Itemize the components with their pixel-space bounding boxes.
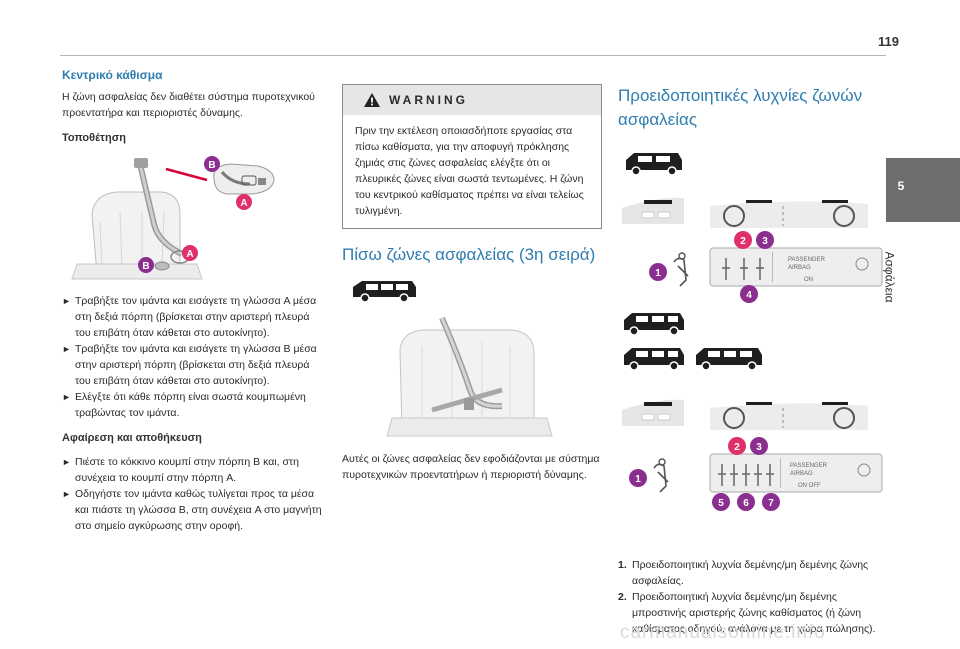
list-item: ►Τραβήξτε τον ιμάντα και εισάγετε τη γλώ… — [62, 343, 317, 387]
warning-lamps-figure: 1 PASSENGER AIRBAG ON 2 3 4 — [622, 153, 883, 511]
warning-box: WARNING Πριν την εκτέλεση οποιασδήποτε ε… — [342, 84, 602, 229]
callout-5-panel-2: 5 — [712, 493, 730, 511]
callout-3-panel-2: 3 — [750, 437, 768, 455]
svg-text:5: 5 — [718, 498, 724, 509]
svg-text:7: 7 — [768, 498, 774, 509]
svg-text:2: 2 — [740, 236, 746, 247]
callout-label: A — [186, 249, 193, 260]
dashboard-overview-2 — [622, 399, 868, 430]
center-seat-belt-illustration: B A A B — [71, 156, 275, 280]
callout-3-panel-1: 3 — [756, 231, 774, 249]
removal-title: Αφαίρεση και αποθήκευση — [62, 432, 202, 444]
removal-steps: ►Πιέστε το κόκκινο κουμπί στην πόρπη B κ… — [62, 454, 324, 534]
callout-7-panel-2: 7 — [762, 493, 780, 511]
arrow-bullet-icon: ► — [62, 392, 71, 402]
airbag-label-line2: AIRBAG — [790, 471, 813, 477]
svg-text:2: 2 — [734, 442, 740, 453]
header-divider — [60, 55, 886, 56]
airbag-state: ON — [804, 277, 813, 283]
svg-text:6: 6 — [743, 498, 749, 509]
lamp-legend-list: 1. Προειδοποιητική λυχνία δεμένης/μη δεμ… — [618, 557, 888, 637]
callout-b-bottom: B — [138, 257, 154, 273]
seatbelt-warning-lamp-2: 1 — [629, 458, 669, 493]
svg-text:3: 3 — [762, 236, 768, 247]
chapter-number: 5 — [897, 179, 905, 193]
item-text: Προειδοποιητική λυχνία δεμένης/μη δεμένη… — [632, 591, 876, 635]
page-number: 119 — [878, 34, 899, 49]
column-warning-rear: WARNING Πριν την εκτέλεση οποιασδήποτε ε… — [342, 84, 604, 483]
vehicle-three-rows-icon — [353, 281, 416, 303]
callout-label: A — [240, 198, 247, 209]
seatbelt-warning-lamp-1: 1 — [649, 252, 689, 287]
item-text: Προειδοποιητική λυχνία δεμένης/μη δεμένη… — [632, 559, 869, 587]
list-item: ►Τραβήξτε τον ιμάντα και εισάγετε τη γλώ… — [62, 295, 317, 339]
vehicle-three-rows-xl-icon — [696, 348, 762, 371]
svg-text:4: 4 — [746, 290, 752, 301]
callout-a-bottom: A — [182, 245, 198, 261]
list-item: ►Οδηγήστε τον ιμάντα καθώς τυλίγεται προ… — [62, 488, 322, 532]
arrow-bullet-icon: ► — [62, 296, 71, 306]
warning-header: WARNING — [343, 85, 601, 115]
chapter-tab[interactable]: 5 — [886, 158, 960, 222]
positioning-title: Τοποθέτηση — [62, 132, 126, 144]
section-title-center-seat: Κεντρικό κάθισμα — [62, 68, 163, 82]
vehicle-three-rows-icon — [624, 313, 684, 336]
belt-status-panel-2: PASSENGER AIRBAG ON OFF — [709, 453, 883, 493]
positioning-steps: ►Τραβήξτε τον ιμάντα και εισάγετε τη γλώ… — [62, 293, 324, 421]
callout-6-panel-2: 6 — [737, 493, 755, 511]
watermark: carmanualsonline.info — [620, 622, 826, 643]
callout-2-panel-1: 2 — [734, 231, 752, 249]
dashboard-overview-1 — [622, 197, 868, 228]
callout-a-top: A — [236, 194, 252, 210]
center-seat-intro: Η ζώνη ασφαλείας δεν διαθέτει σύστημα πυ… — [62, 91, 315, 119]
airbag-label-line1: PASSENGER — [790, 463, 828, 469]
warning-triangle-icon — [364, 93, 380, 107]
list-item: 1. Προειδοποιητική λυχνία δεμένης/μη δεμ… — [618, 557, 888, 589]
column-warning-lamps: Προειδοποιητικές λυχνίες ζωνών ασφαλείας — [618, 84, 888, 637]
section-title-warning-lamps: Προειδοποιητικές λυχνίες ζωνών ασφαλείας — [618, 86, 863, 129]
rear-belts-text: Αυτές οι ζώνες ασφαλείας δεν εφοδιάζοντα… — [342, 453, 600, 481]
column-center-seat: Κεντρικό κάθισμα Η ζώνη ασφαλείας δεν δι… — [62, 68, 324, 534]
svg-text:3: 3 — [756, 442, 762, 453]
list-item: 2. Προειδοποιητική λυχνία δεμένης/μη δεμ… — [618, 589, 888, 637]
item-number: 2. — [618, 591, 627, 603]
callout-b-top: B — [204, 156, 220, 172]
rear-seat-belt-illustration — [386, 316, 553, 437]
airbag-state: ON OFF — [798, 483, 821, 489]
airbag-label-line2: AIRBAG — [788, 265, 811, 271]
list-item: ►Ελέγξτε ότι κάθε πόρπη είναι σωστά κουμ… — [62, 391, 306, 419]
belt-status-panel-1: PASSENGER AIRBAG ON — [709, 247, 883, 287]
buckle-zoom-detail — [213, 163, 275, 195]
vehicle-two-rows-icon — [626, 153, 682, 176]
svg-text:1: 1 — [635, 474, 641, 485]
vehicle-three-rows-long-icon — [624, 348, 684, 371]
arrow-bullet-icon: ► — [62, 457, 71, 467]
item-number: 1. — [618, 559, 627, 571]
airbag-label-line1: PASSENGER — [788, 257, 826, 263]
callout-label: B — [142, 261, 149, 272]
warning-label: WARNING — [389, 92, 468, 107]
warning-text: Πριν την εκτέλεση οποιασδήποτε εργασίας … — [355, 125, 584, 217]
callout-4-panel-1: 4 — [740, 285, 758, 303]
list-item: ►Πιέστε το κόκκινο κουμπί στην πόρπη B κ… — [62, 456, 299, 484]
callout-label: B — [208, 160, 215, 171]
callout-2-panel-2: 2 — [728, 437, 746, 455]
section-title-rear-belts: Πίσω ζώνες ασφαλείας (3η σειρά) — [342, 245, 596, 264]
arrow-bullet-icon: ► — [62, 344, 71, 354]
arrow-bullet-icon: ► — [62, 489, 71, 499]
svg-text:1: 1 — [655, 268, 661, 279]
